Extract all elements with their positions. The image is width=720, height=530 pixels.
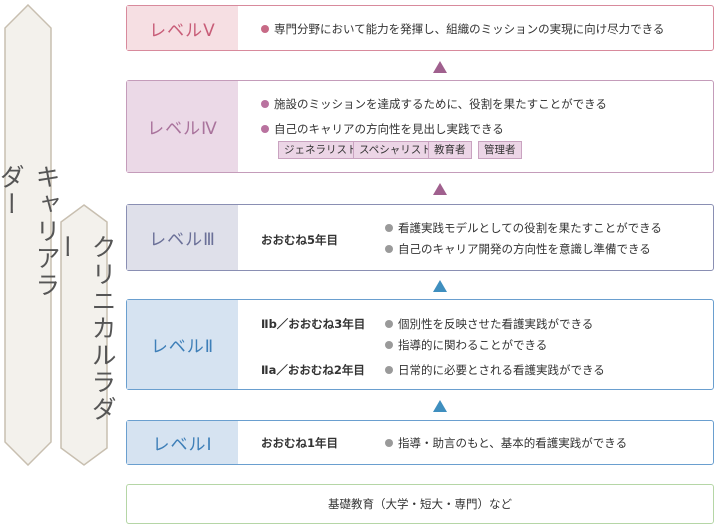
level-iv-box: レベルⅣ 施設のミッションを達成するために、役割を果たすことができる 自己のキャ… [126,80,714,173]
tag-manager: 管理者 [478,141,522,159]
career-ladder-label: キャリアラダー [0,164,61,299]
level-iii-period: おおむね5年目 [261,233,339,247]
level-iii-item-text: 自己のキャリア開発の方向性を意識し準備できる [398,242,651,256]
base-education-box: 基礎教育（大学・短大・専門）など [126,484,714,524]
up-arrow-icon [433,400,447,412]
level-ii-b-item: 個別性を反映させた看護実践ができる [385,316,593,332]
level-ii-label: レベルⅡ [127,300,238,389]
level-iii-item: 自己のキャリア開発の方向性を意識し準備できる [385,241,651,257]
level-v-item: 専門分野において能力を発揮し、組織のミッションの実現に向け尽力できる [261,21,664,37]
bullet-icon [385,245,393,253]
career-ladder-banner: キャリアラダー [0,4,61,466]
clinical-ladder-banner: クリニカルラダー [52,204,117,466]
level-iv-item: 施設のミッションを達成するために、役割を果たすことができる [261,96,607,112]
level-v-label: レベルⅤ [127,6,238,50]
career-ladder-shape [4,4,52,466]
level-iv-item-text: 施設のミッションを達成するために、役割を果たすことができる [274,97,607,111]
bullet-icon [261,100,269,108]
level-iv-label: レベルⅣ [127,81,238,172]
level-iii-item: 看護実践モデルとしての役割を果たすことができる [385,220,662,236]
level-ii-b-item: 指導的に関わることができる [385,337,547,353]
bullet-icon [385,224,393,232]
clinical-ladder-label: クリニカルラダー [52,234,117,423]
up-arrow-icon [433,61,447,73]
level-ii-a-item-text: 日常的に必要とされる看護実践ができる [398,363,605,377]
level-ii-b-item-text: 個別性を反映させた看護実践ができる [398,317,594,331]
up-arrow-icon [433,183,447,195]
level-iii-label: レベルⅢ [127,205,238,270]
tag-generalist: ジェネラリスト [278,141,364,159]
tag-specialist: スペシャリスト [353,141,438,159]
level-ii-b-item-text: 指導的に関わることができる [398,338,548,352]
level-ii-a-item: 日常的に必要とされる看護実践ができる [385,362,605,378]
bullet-icon [385,341,393,349]
level-i-label: レベルⅠ [127,421,238,464]
level-i-item: 指導・助言のもと、基本的看護実践ができる [385,435,627,451]
level-i-period: おおむね1年目 [261,436,339,450]
level-ii-a-period: Ⅱa／おおむね2年目 [261,363,365,377]
level-ii-b-period: Ⅱb／おおむね3年目 [261,317,366,331]
bullet-icon [385,439,393,447]
level-i-box: レベルⅠ おおむね1年目 指導・助言のもと、基本的看護実践ができる [126,420,714,465]
level-v-box: レベルⅤ 専門分野において能力を発揮し、組織のミッションの実現に向け尽力できる [126,5,714,51]
bullet-icon [261,125,269,133]
level-iv-item: 自己のキャリアの方向性を見出し実践できる [261,121,504,137]
level-v-item-text: 専門分野において能力を発揮し、組織のミッションの実現に向け尽力できる [274,22,665,36]
level-iv-item-text: 自己のキャリアの方向性を見出し実践できる [274,122,504,136]
bullet-icon [261,25,269,33]
level-iii-item-text: 看護実践モデルとしての役割を果たすことができる [398,221,662,235]
bullet-icon [385,320,393,328]
clinical-ladder-shape [60,204,108,466]
bullet-icon [385,366,393,374]
base-education-label: 基礎教育（大学・短大・専門）など [328,497,512,511]
level-iii-box: レベルⅢ おおむね5年目 看護実践モデルとしての役割を果たすことができる 自己の… [126,204,714,271]
level-i-item-text: 指導・助言のもと、基本的看護実践ができる [398,436,628,450]
level-ii-box: レベルⅡ Ⅱb／おおむね3年目 個別性を反映させた看護実践ができる 指導的に関わ… [126,299,714,390]
tag-educator: 教育者 [428,141,472,159]
up-arrow-icon [433,280,447,292]
